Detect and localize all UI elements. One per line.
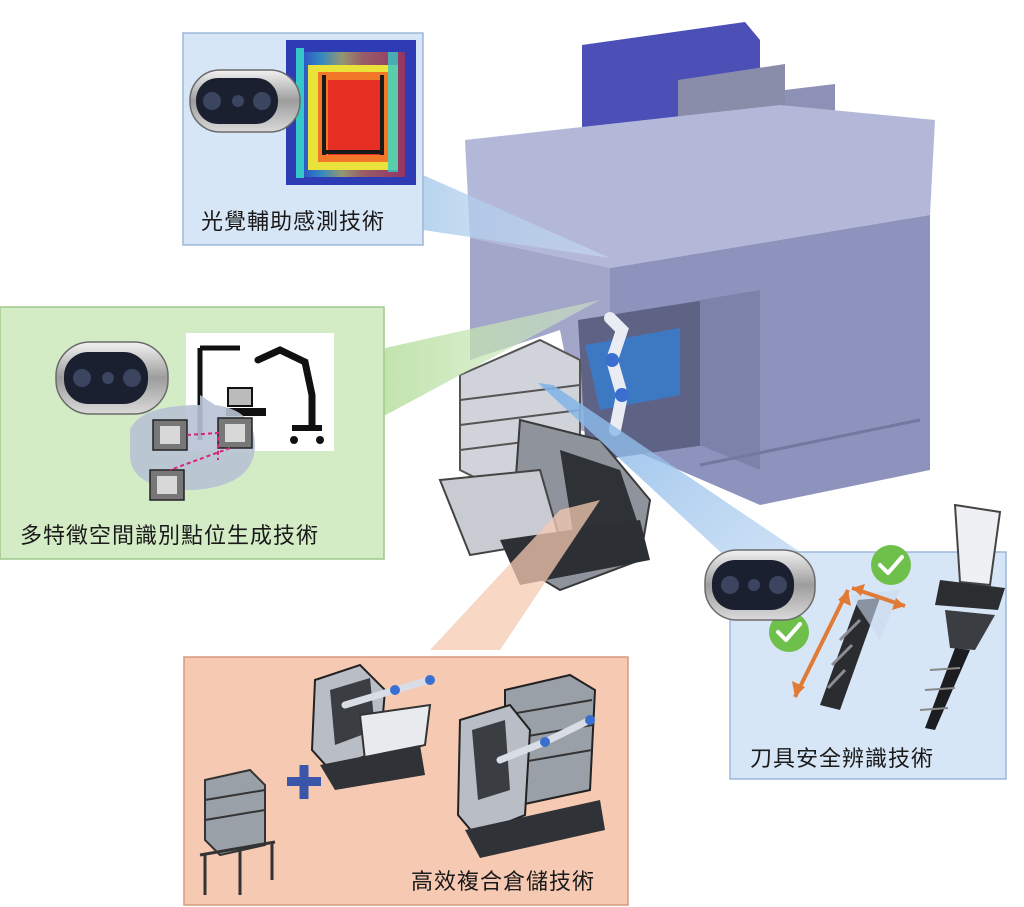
feature-chip — [217, 417, 253, 449]
feature-chip — [152, 419, 188, 451]
heatmap-red — [328, 80, 380, 155]
stereo-camera-icon — [189, 69, 301, 133]
multi-feature-panel-label: 多特徵空間識別點位生成技術 — [20, 524, 320, 549]
tool-safety-panel-label: 刀具安全辨識技術 — [750, 747, 935, 772]
feature-chip — [149, 469, 185, 501]
stereo-camera-icon — [704, 549, 816, 621]
beam-vision — [380, 150, 610, 258]
rack-shelf — [459, 409, 581, 426]
feature-links — [169, 431, 231, 471]
panel-tool-safety — [704, 503, 1007, 780]
machine-top — [465, 105, 935, 268]
robot-joint — [605, 353, 619, 367]
panel-storage — [183, 656, 629, 906]
door-panel — [700, 290, 760, 470]
beam-storage — [430, 500, 600, 650]
robot-wheel — [290, 436, 298, 444]
heatmap-contour — [380, 75, 384, 155]
heatmap-contour — [322, 150, 384, 154]
robot-wheel — [316, 436, 324, 444]
workpiece — [227, 387, 253, 407]
mobile-robot-arm-unit — [310, 663, 435, 790]
stereo-camera-icon — [55, 341, 169, 415]
robot-arm-silhouette — [254, 346, 316, 429]
plus-icon — [287, 765, 321, 799]
double-arrow-icon — [851, 584, 906, 610]
robot-joint — [615, 388, 629, 402]
broken-drill — [820, 590, 900, 710]
beam-multi-feature — [380, 300, 600, 418]
vision-panel-label: 光覺輔助感測技術 — [201, 210, 386, 235]
storage-rack — [199, 768, 276, 895]
double-arrow-icon — [792, 589, 851, 698]
heatmap-contour — [322, 75, 326, 155]
robot-base — [292, 425, 322, 431]
panel-multi-feature — [0, 306, 385, 560]
storage-panel-label: 高效複合倉儲技術 — [411, 870, 596, 895]
worktable — [585, 328, 680, 410]
beam-tool-safety — [538, 383, 800, 598]
panel-vision — [182, 32, 424, 246]
check-icon — [769, 612, 809, 652]
rack-shelf — [459, 384, 581, 401]
check-icon — [871, 545, 911, 585]
tool-holder — [919, 503, 1005, 730]
table-top — [226, 408, 266, 416]
composite-storage-unit — [456, 673, 605, 858]
depth-heatmap — [286, 40, 416, 185]
machine-base-line — [699, 418, 921, 467]
heatmap-edge — [388, 52, 398, 172]
heatmap-edge — [296, 48, 304, 178]
